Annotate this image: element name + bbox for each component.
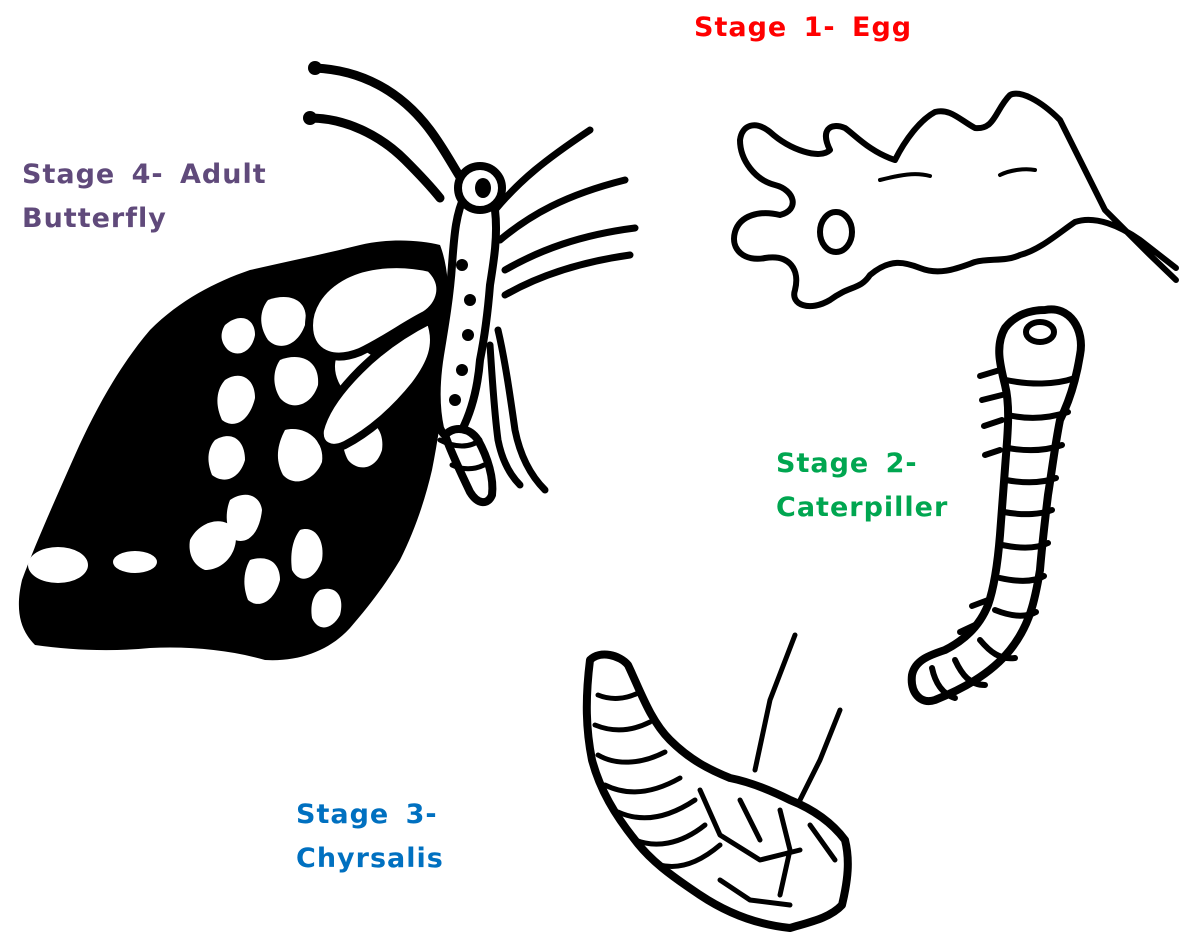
chrysalis-icon xyxy=(587,635,848,928)
stage-2-line-1: Stage 2- xyxy=(776,442,948,486)
stage-2-label: Stage 2- Caterpiller xyxy=(776,442,948,530)
egg-icon xyxy=(820,212,852,252)
butterfly-legs xyxy=(490,130,635,490)
stage-1-line-1: Stage 1- Egg xyxy=(694,6,912,50)
antennae xyxy=(310,68,462,198)
stage-3-line-1: Stage 3- xyxy=(296,793,444,837)
butterfly-body xyxy=(437,193,496,437)
leaf-vein-1 xyxy=(880,174,930,180)
stage-4-line-1: Stage 4- Adult xyxy=(22,153,267,197)
leaf-with-egg-icon xyxy=(734,94,1176,306)
chrysalis-stem-1 xyxy=(755,635,795,770)
leaf-vein-2 xyxy=(1000,169,1035,175)
stage-3-line-2: Chyrsalis xyxy=(296,837,444,881)
stage-1-label: Stage 1- Egg xyxy=(694,6,912,50)
stage-4-label: Stage 4- Adult Butterfly xyxy=(22,153,267,241)
leaf-outline xyxy=(734,94,1176,306)
stage-3-label: Stage 3- Chyrsalis xyxy=(296,793,444,881)
butterfly-icon xyxy=(19,61,635,660)
stage-2-line-2: Caterpiller xyxy=(776,486,948,530)
caterpillar-head xyxy=(1026,322,1054,342)
chrysalis-stem-2 xyxy=(800,710,840,800)
butterfly-eye-icon xyxy=(475,178,491,198)
stage-4-line-2: Butterfly xyxy=(22,197,267,241)
